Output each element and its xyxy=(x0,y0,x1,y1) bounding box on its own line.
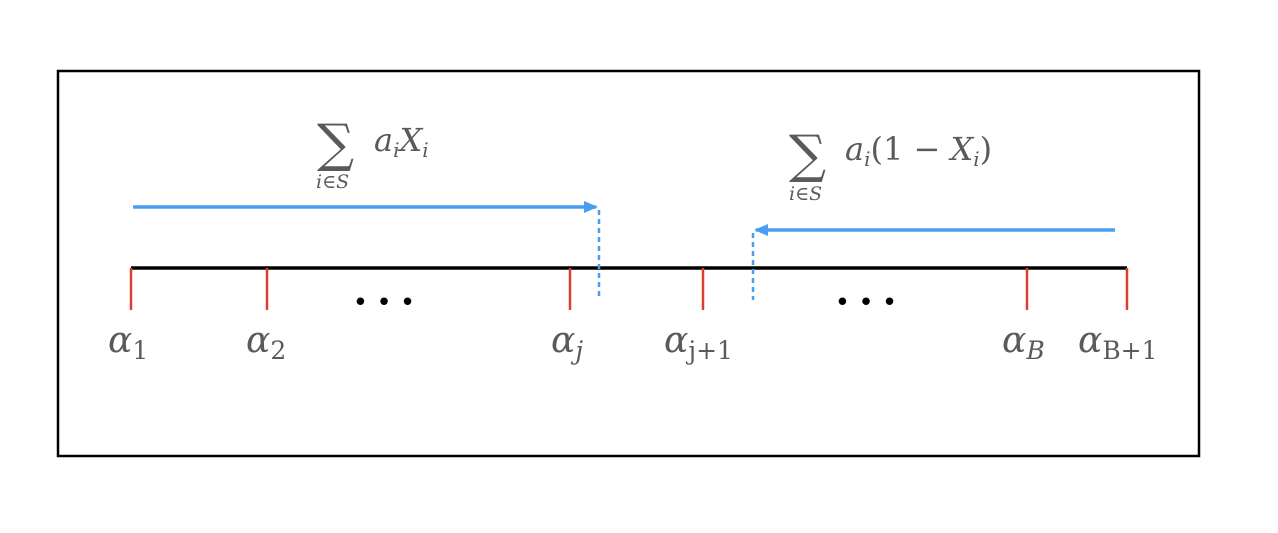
tick-label-alpha-j-plus-1: αj+1 xyxy=(664,320,733,365)
left-sum-index: i∈S xyxy=(316,171,349,193)
tick-label-alpha-B: αB xyxy=(1002,320,1045,365)
tick-label-symbol: α xyxy=(246,320,270,361)
left-sum-term: aiXi xyxy=(374,121,429,162)
tick-label-subscript: B+1 xyxy=(1102,336,1157,365)
tick-label-symbol: α xyxy=(551,320,575,361)
tick-label-subscript: B xyxy=(1025,336,1044,365)
tick-marks xyxy=(129,268,1129,310)
ellipsis-right: • • • xyxy=(835,288,898,318)
tick-label-alpha-2: α2 xyxy=(246,320,286,365)
tick-label-alpha-B-plus-1: αB+1 xyxy=(1078,320,1158,365)
right-formula: ∑ i∈S ai(1 − Xi) xyxy=(789,125,992,205)
frame-border xyxy=(56,69,1201,458)
right-sum-term: ai(1 − Xi) xyxy=(845,130,992,171)
tick-label-symbol: α xyxy=(1002,320,1026,361)
right-sum-index: i∈S xyxy=(789,183,822,205)
tick-label-symbol: α xyxy=(664,320,688,361)
tick-labels: α1 α2 αj αj+1 αB αB+1 xyxy=(108,320,1158,365)
tick-label-alpha-1: α1 xyxy=(108,320,148,365)
ellipsis-left: • • • xyxy=(353,288,416,318)
right-sigma: ∑ xyxy=(789,125,826,185)
tick-label-subscript: 2 xyxy=(270,336,286,365)
tick-label-subscript: j+1 xyxy=(685,336,733,365)
left-formula: ∑ i∈S aiXi xyxy=(316,114,429,193)
tick-label-alpha-j: αj xyxy=(551,320,583,365)
tick-label-subscript: 1 xyxy=(132,336,148,365)
left-sigma: ∑ xyxy=(317,114,354,174)
tick-label-symbol: α xyxy=(1078,320,1102,361)
tick-label-symbol: α xyxy=(108,320,132,361)
